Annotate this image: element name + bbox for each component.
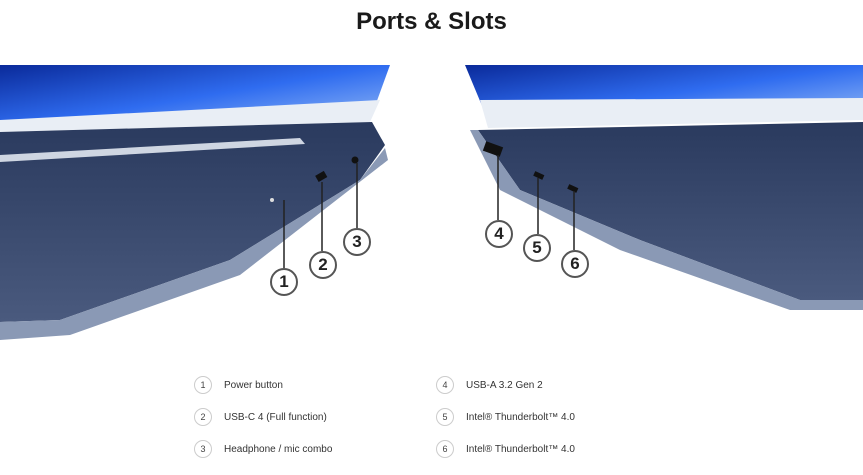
right-laptop xyxy=(465,65,863,310)
legend-label: USB-A 3.2 Gen 2 xyxy=(466,379,543,391)
legend-item: 6 Intel® Thunderbolt™ 4.0 xyxy=(436,440,575,458)
legend-number: 5 xyxy=(436,408,454,426)
laptop-ports-photo xyxy=(0,65,863,340)
callout-4: 4 xyxy=(485,220,513,248)
legend-item: 2 USB-C 4 (Full function) xyxy=(194,408,327,426)
legend-label: Headphone / mic combo xyxy=(224,443,333,455)
callout-lines xyxy=(283,155,575,268)
callout-1: 1 xyxy=(270,268,298,296)
callout-5: 5 xyxy=(523,234,551,262)
legend-number: 6 xyxy=(436,440,454,458)
legend-label: Intel® Thunderbolt™ 4.0 xyxy=(466,443,575,455)
legend-number: 2 xyxy=(194,408,212,426)
legend-item: 5 Intel® Thunderbolt™ 4.0 xyxy=(436,408,575,426)
callout-6: 6 xyxy=(561,250,589,278)
legend-number: 1 xyxy=(194,376,212,394)
callout-2: 2 xyxy=(309,251,337,279)
page-title: Ports & Slots xyxy=(356,8,507,35)
legend-label: USB-C 4 (Full function) xyxy=(224,411,327,423)
legend-number: 3 xyxy=(194,440,212,458)
legend-label: Power button xyxy=(224,379,283,391)
callout-3: 3 xyxy=(343,228,371,256)
left-laptop xyxy=(0,65,390,340)
legend-label: Intel® Thunderbolt™ 4.0 xyxy=(466,411,575,423)
legend-number: 4 xyxy=(436,376,454,394)
legend-item: 3 Headphone / mic combo xyxy=(194,440,332,458)
legend-item: 1 Power button xyxy=(194,376,283,394)
legend-item: 4 USB-A 3.2 Gen 2 xyxy=(436,376,543,394)
